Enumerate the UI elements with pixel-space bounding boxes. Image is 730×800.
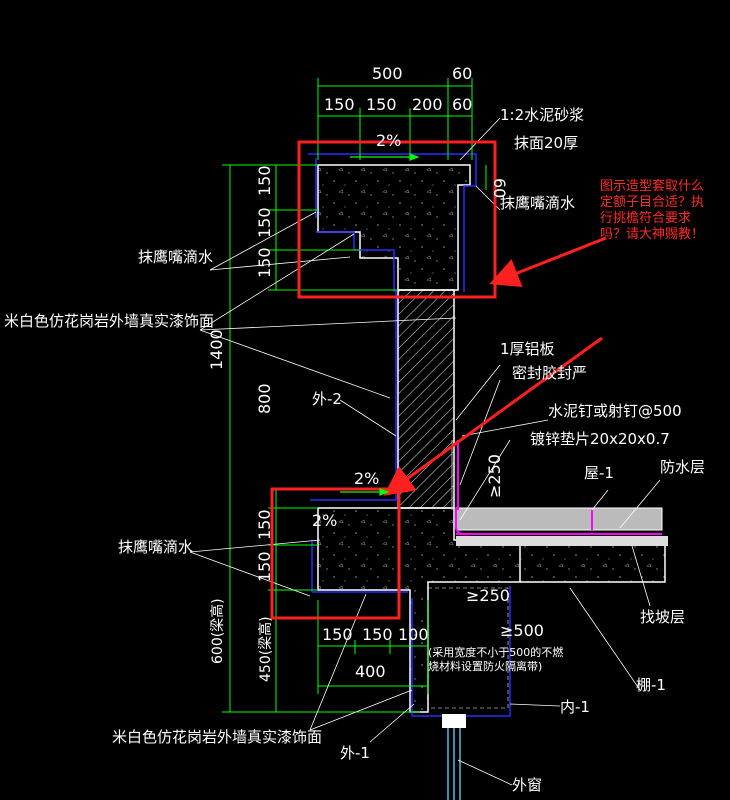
dim-200: 200 [412, 95, 443, 114]
label-note-1: (采用宽度不小于500的不燃 [428, 645, 563, 659]
dim-b400: 400 [355, 662, 386, 681]
label-int1: 内-1 [560, 698, 590, 716]
dim-b150-b: 150 [362, 625, 393, 644]
dim-v150-e: 150 [255, 551, 274, 582]
label-ext1: 外-1 [340, 744, 370, 762]
dim-ge500: ≥500 [500, 621, 544, 640]
dim-v600: 600(梁高) [209, 598, 226, 664]
label-window: 外窗 [512, 776, 542, 794]
slope-mid: 2% [354, 469, 379, 488]
question-line4: 吗？请大神赐教！ [600, 226, 704, 242]
dim-500: 500 [372, 64, 403, 83]
label-slope-layer: 找坡层 [640, 608, 685, 626]
dimension-lines [222, 78, 487, 713]
dim-v1400: 1400 [207, 329, 226, 370]
dim-60-right: 60 [490, 178, 509, 198]
leader-lines [189, 117, 661, 786]
question-line3: 行挑檐符合要求 [600, 210, 691, 226]
slope-arrows [340, 153, 420, 496]
highlight-box-upper [297, 140, 497, 299]
label-drip-top-left: 抹鹰嘴滴水 [138, 248, 213, 266]
dim-v150-d: 150 [255, 509, 274, 540]
label-plaster20: 抹面20厚 [514, 134, 578, 152]
slope-low: 2% [312, 511, 337, 530]
dim-b150-a: 150 [322, 625, 353, 644]
label-washer: 镀锌垫片20x20x0.7 [530, 430, 670, 448]
dim-b100: 100 [398, 625, 429, 644]
window-frame [442, 714, 466, 800]
highlight-annotations [270, 140, 607, 620]
label-alu: 1厚铝板 [500, 340, 555, 358]
label-roof1: 屋-1 [584, 464, 614, 482]
slope-top: 2% [376, 131, 401, 150]
question-line2: 定额子目合适？执 [600, 195, 704, 210]
dim-v450: 450(梁高) [257, 616, 274, 682]
dim-150-b: 150 [366, 95, 397, 114]
label-mortar: 1:2水泥砂浆 [500, 106, 584, 124]
label-note-2: 烧材料设置防火隔离带) [428, 659, 542, 673]
label-nail: 水泥钉或射钉@500 [548, 402, 682, 420]
label-granite-top: 米白色仿花岗岩外墙真实漆饰面 [4, 312, 214, 330]
label-sealant: 密封胶封严 [512, 364, 587, 382]
label-ext2: 外-2 [312, 390, 342, 408]
upper-cornice [308, 153, 477, 292]
dim-ge250-vertical: ≥250 [485, 454, 504, 498]
arrow-lower [383, 336, 603, 496]
dim-v150-b: 150 [255, 207, 274, 238]
label-drip-bottom: 抹鹰嘴滴水 [118, 538, 193, 556]
dim-v150-a: 150 [255, 165, 274, 196]
dim-v150-c: 150 [255, 247, 274, 278]
dim-60-top: 60 [452, 64, 472, 83]
dim-v800: 800 [255, 383, 274, 414]
label-ceiling1: 棚-1 [636, 676, 666, 694]
dim-ge250: ≥250 [466, 586, 510, 605]
dim-150-a: 150 [324, 95, 355, 114]
label-granite-bottom: 米白色仿花岗岩外墙真实漆饰面 [112, 728, 322, 746]
dim-60: 60 [452, 95, 472, 114]
arrow-upper [489, 236, 607, 288]
parapet-wall [395, 289, 455, 509]
question-line1: 图示造型套取什么 [600, 178, 704, 194]
label-waterproof: 防水层 [660, 458, 705, 476]
roof-layers [451, 440, 668, 546]
highlight-box-lower [270, 487, 401, 620]
label-drip-top-right: 抹鹰嘴滴水 [500, 194, 575, 212]
lower-beam [310, 499, 666, 717]
